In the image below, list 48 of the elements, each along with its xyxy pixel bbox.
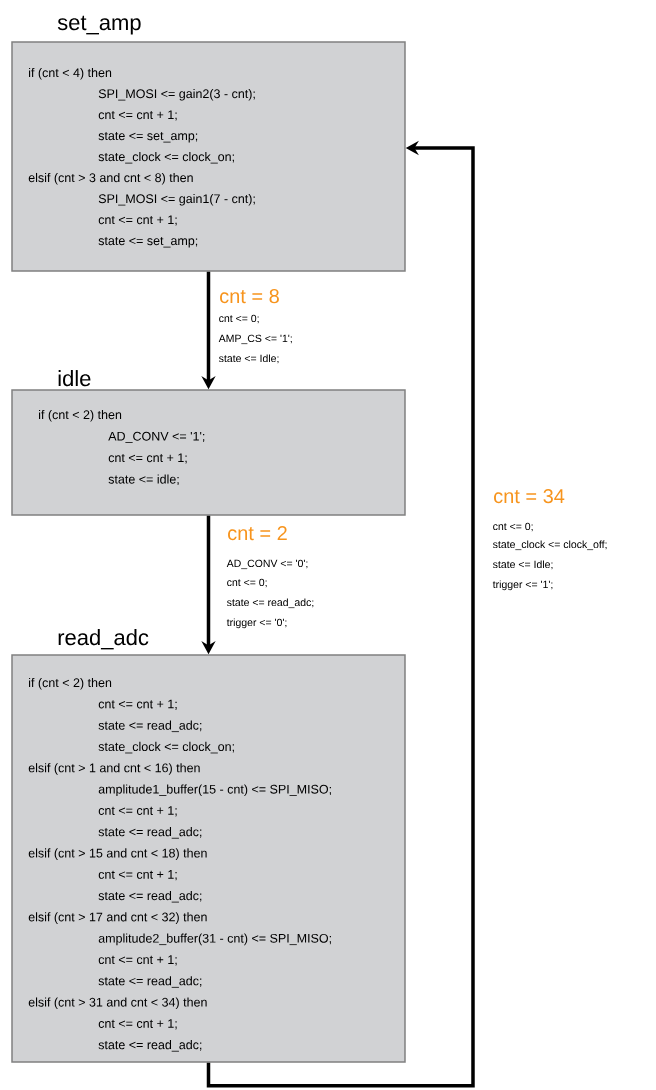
state-name: set_amp (57, 15, 141, 35)
code-line: amplitude1_buffer(15 - cnt) <= SPI_MISO; (98, 784, 331, 797)
code-line: SPI_MOSI <= gain2(3 - cnt); (98, 88, 255, 101)
state-name: read_adc (58, 629, 149, 650)
action-line: trigger <= '0'; (226, 618, 287, 629)
code-line: elsif (cnt > 31 and cnt < 34) then (28, 997, 207, 1010)
code-line: state <= set_amp; (98, 236, 198, 248)
code-line: cnt <= cnt + 1; (108, 453, 187, 464)
action-line: state_clock <= clock_off; (493, 540, 607, 551)
code-line: cnt <= cnt + 1; (98, 110, 177, 121)
code-line: state <= set_amp; (98, 131, 198, 143)
code-line: cnt <= cnt + 1; (98, 955, 177, 966)
code-line: state <= read_adc; (98, 827, 202, 839)
state-name: idle (58, 370, 91, 387)
code-line: elsif (cnt > 1 and cnt < 16) then (28, 763, 200, 775)
action-line: cnt <= 0; (493, 522, 533, 532)
action-line: trigger <= '1'; (492, 580, 553, 591)
code-line: cnt <= cnt + 1; (98, 806, 177, 817)
code-line: cnt <= cnt + 1; (98, 1019, 177, 1030)
code-line: AD_CONV <= '1'; (108, 431, 205, 443)
code-line: SPI_MOSI <= gain1(7 - cnt); (98, 193, 255, 206)
action-line: AMP_CS <= '1'; (218, 334, 292, 345)
edge-label: cnt = 2 (226, 525, 289, 542)
code-line: cnt <= cnt + 1; (98, 215, 177, 226)
action-line: AD_CONV <= '0'; (226, 559, 308, 570)
code-line: state <= read_adc; (98, 720, 202, 733)
action-line: state <= read_adc; (227, 598, 314, 609)
code-line: state <= read_adc; (98, 976, 202, 988)
code-line: elsif (cnt > 15 and cnt < 18) then (28, 848, 207, 860)
action-line: cnt <= 0; (219, 314, 259, 324)
code-line: state <= read_adc; (98, 890, 202, 903)
action-line: cnt <= 0; (227, 578, 267, 588)
edge-label: cnt = 8 (218, 288, 281, 305)
action-line: state <= Idle; (219, 354, 279, 364)
code-line: elsif (cnt > 17 and cnt < 32) then (28, 912, 207, 924)
code-line: state <= read_adc; (98, 1040, 202, 1052)
code-line: if (cnt < 4) then (29, 67, 112, 80)
code-line: state <= idle; (108, 474, 179, 486)
code-line: amplitude2_buffer(31 - cnt) <= SPI_MISO; (98, 933, 331, 946)
edge-label: cnt = 34 (492, 488, 566, 505)
code-line: if (cnt < 2) then (39, 409, 122, 422)
code-line: cnt <= cnt + 1; (98, 699, 177, 710)
code-line: state_clock <= clock_on; (98, 741, 234, 754)
code-line: elsif (cnt > 3 and cnt < 8) then (28, 172, 193, 185)
code-line: state_clock <= clock_on; (98, 151, 234, 164)
code-line: if (cnt < 2) then (29, 677, 112, 690)
action-line: state <= Idle; (493, 560, 553, 570)
code-line: cnt <= cnt + 1; (98, 870, 177, 881)
